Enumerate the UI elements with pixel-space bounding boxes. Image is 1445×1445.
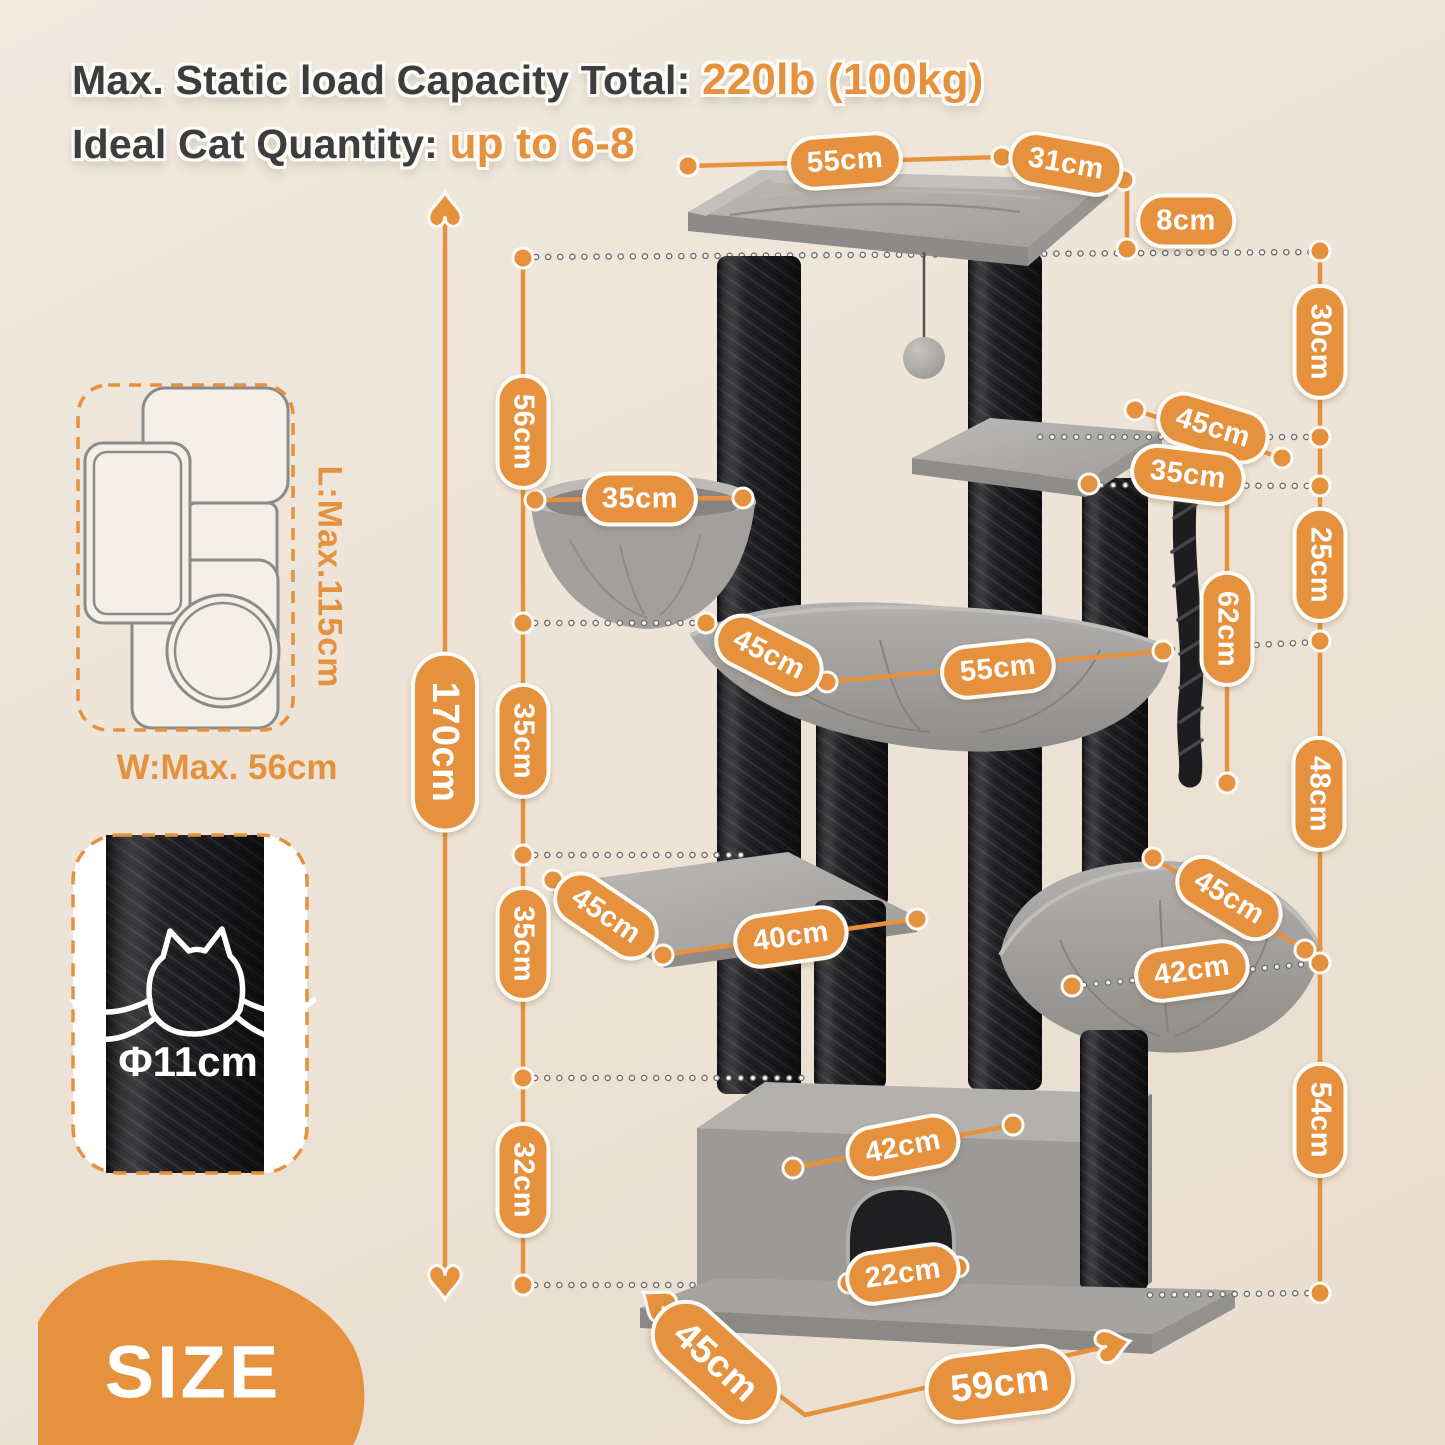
footprint-dashed-border [76,383,295,732]
post-diameter-label: Φ11cm [118,1038,258,1085]
size-blob [38,1260,365,1445]
cat-quantity-label: Ideal Cat Quantity: [72,120,450,167]
dim-platform-to-house: 32cm [495,1121,551,1239]
dim-cradle-to-floor: 54cm [1292,1061,1348,1179]
arrow-heart-icon [427,1263,463,1302]
dim-top-to-perch: 30cm [1292,283,1348,401]
arrow-heart-icon [427,190,463,229]
dimension-dots [511,145,1332,1305]
dim-top-platform-thickness: 8cm [1136,193,1236,249]
capacity-label: Max. Static load Capacity Total: [72,57,703,103]
dim-total-height: 170cm [411,651,479,833]
dim-basket-to-hammock: 35cm [495,682,551,800]
scratch-post-sample [106,835,264,1173]
dim-hammock-to-cradle: 48cm [1291,735,1347,853]
large-hammock [689,602,1173,752]
dim-basket-diameter: 35cm [581,471,699,527]
cat-quantity-line: Ideal Cat Quantity: up to 6-8 [72,112,984,176]
footprint-width-label: W:Max. 56cm [116,748,338,787]
scratching-post [1080,1030,1148,1292]
dim-hammock-to-platform: 35cm [495,885,551,1003]
header-title: Max. Static load Capacity Total: 220lb (… [72,48,984,176]
top-perch-bed [688,170,1108,266]
cat-tree-illustration [530,170,1324,1354]
cat-silhouette-icon [69,926,317,1042]
dim-rope-length: 62cm [1199,570,1255,688]
dim-perch-to-hammock: 25cm [1292,506,1348,624]
capacity-line: Max. Static load Capacity Total: 220lb (… [72,48,984,112]
base-board [640,1278,1235,1354]
dotted-line-top [532,248,1322,261]
cat-quantity-value: up to 6-8 [449,118,635,168]
dim-top-platform-width: 55cm [785,129,905,193]
pom-pom-ball-toy [903,252,945,379]
post-diameter-detail [69,833,317,1175]
footprint-length-label: L:Max.115cm [310,465,349,689]
post-detail-dashed-border [71,833,309,1175]
capacity-value: 220lb (100kg) [702,55,984,104]
footprint-diagram [76,383,295,732]
dim-top-to-basket: 56cm [495,373,551,491]
size-badge: SIZE [104,1330,282,1414]
hanging-rope-toy [1170,480,1204,788]
